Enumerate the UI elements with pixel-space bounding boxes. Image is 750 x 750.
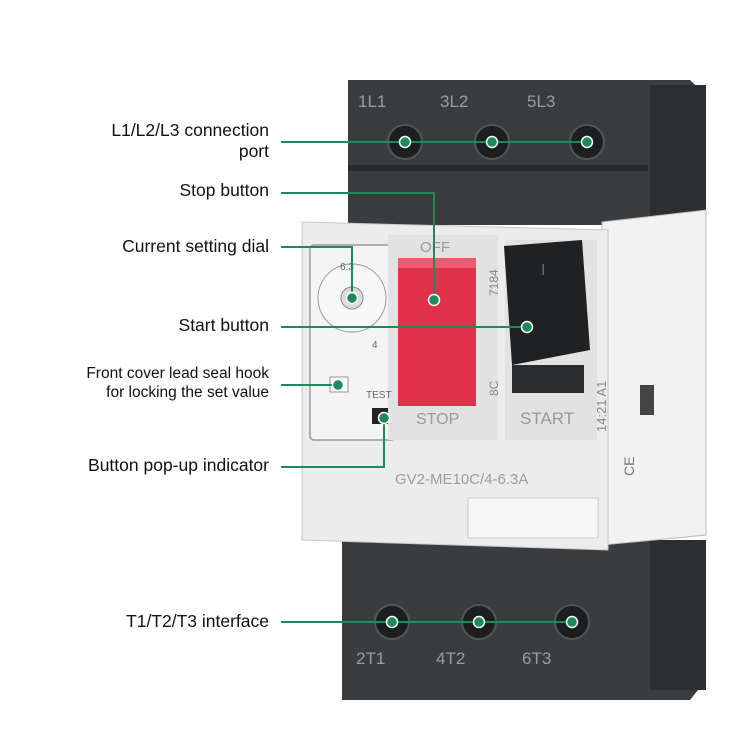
start-label: START xyxy=(520,409,574,428)
dot-start xyxy=(520,320,534,334)
terminal-5l3: 5L3 xyxy=(527,92,555,111)
bottom-housing-shadow xyxy=(650,540,706,690)
side-window xyxy=(640,385,654,415)
top-housing xyxy=(348,80,706,225)
stop-label: STOP xyxy=(416,411,459,428)
leader-stop-button xyxy=(281,192,435,300)
label-load-ports: T1/T2/T3 interface xyxy=(126,611,269,631)
label-line-ports-line2: port xyxy=(238,141,269,161)
terminal-3l2: 3L2 xyxy=(440,92,468,111)
rating-plate xyxy=(467,497,599,539)
label-start-button: Start button xyxy=(178,315,269,335)
stop-button[interactable] xyxy=(398,258,476,406)
start-button-base xyxy=(512,365,584,393)
label-popup-indicator: Button pop-up indicator xyxy=(88,455,269,475)
leader-current-dial xyxy=(281,246,353,298)
ce-mark: CE xyxy=(621,457,637,476)
dot-dial xyxy=(345,291,359,305)
side-code-b: 8C xyxy=(487,380,501,396)
test-label: TEST xyxy=(366,390,392,401)
dot-l3 xyxy=(580,135,594,149)
callout-dots xyxy=(331,135,594,629)
stop-button-highlight xyxy=(398,258,476,268)
dot-seal xyxy=(331,378,345,392)
terminal-4t2: 4T2 xyxy=(436,649,465,668)
dot-t1 xyxy=(385,615,399,629)
terminal-1l1: 1L1 xyxy=(358,92,386,111)
label-lead-seal-line1: Front cover lead seal hook xyxy=(86,365,269,382)
contact-code: 14:21 A1 xyxy=(594,381,609,432)
side-panel xyxy=(601,209,707,546)
top-housing-shadow xyxy=(650,85,706,225)
top-divider xyxy=(348,165,648,171)
dot-t2 xyxy=(472,615,486,629)
dial-max-label: 6.3 xyxy=(340,262,354,273)
dot-stop xyxy=(427,293,441,307)
label-line-ports-line1: L1/L2/L3 connection xyxy=(111,120,269,140)
dot-t3 xyxy=(565,615,579,629)
dot-l1 xyxy=(398,135,412,149)
label-stop-button: Stop button xyxy=(179,180,269,200)
model-number: GV2-ME10C/4-6.3A xyxy=(395,471,528,488)
label-line-ports: L1/L2/L3 connection port xyxy=(111,120,269,162)
label-lead-seal: Front cover lead seal hook for locking t… xyxy=(86,364,269,402)
start-symbol: I xyxy=(541,262,545,279)
dot-l2 xyxy=(485,135,499,149)
dial-min-label: 4 xyxy=(372,340,378,351)
dot-popup xyxy=(377,411,391,425)
terminal-2t1: 2T1 xyxy=(356,649,385,668)
label-current-dial: Current setting dial xyxy=(122,236,269,256)
callout-leaders xyxy=(281,141,587,623)
terminal-6t3: 6T3 xyxy=(522,649,551,668)
side-code-a: 7184 xyxy=(487,269,501,296)
label-lead-seal-line2: for locking the set value xyxy=(106,384,269,401)
start-button[interactable] xyxy=(504,240,590,365)
leader-popup-indicator xyxy=(281,418,385,468)
bottom-housing xyxy=(342,540,706,700)
